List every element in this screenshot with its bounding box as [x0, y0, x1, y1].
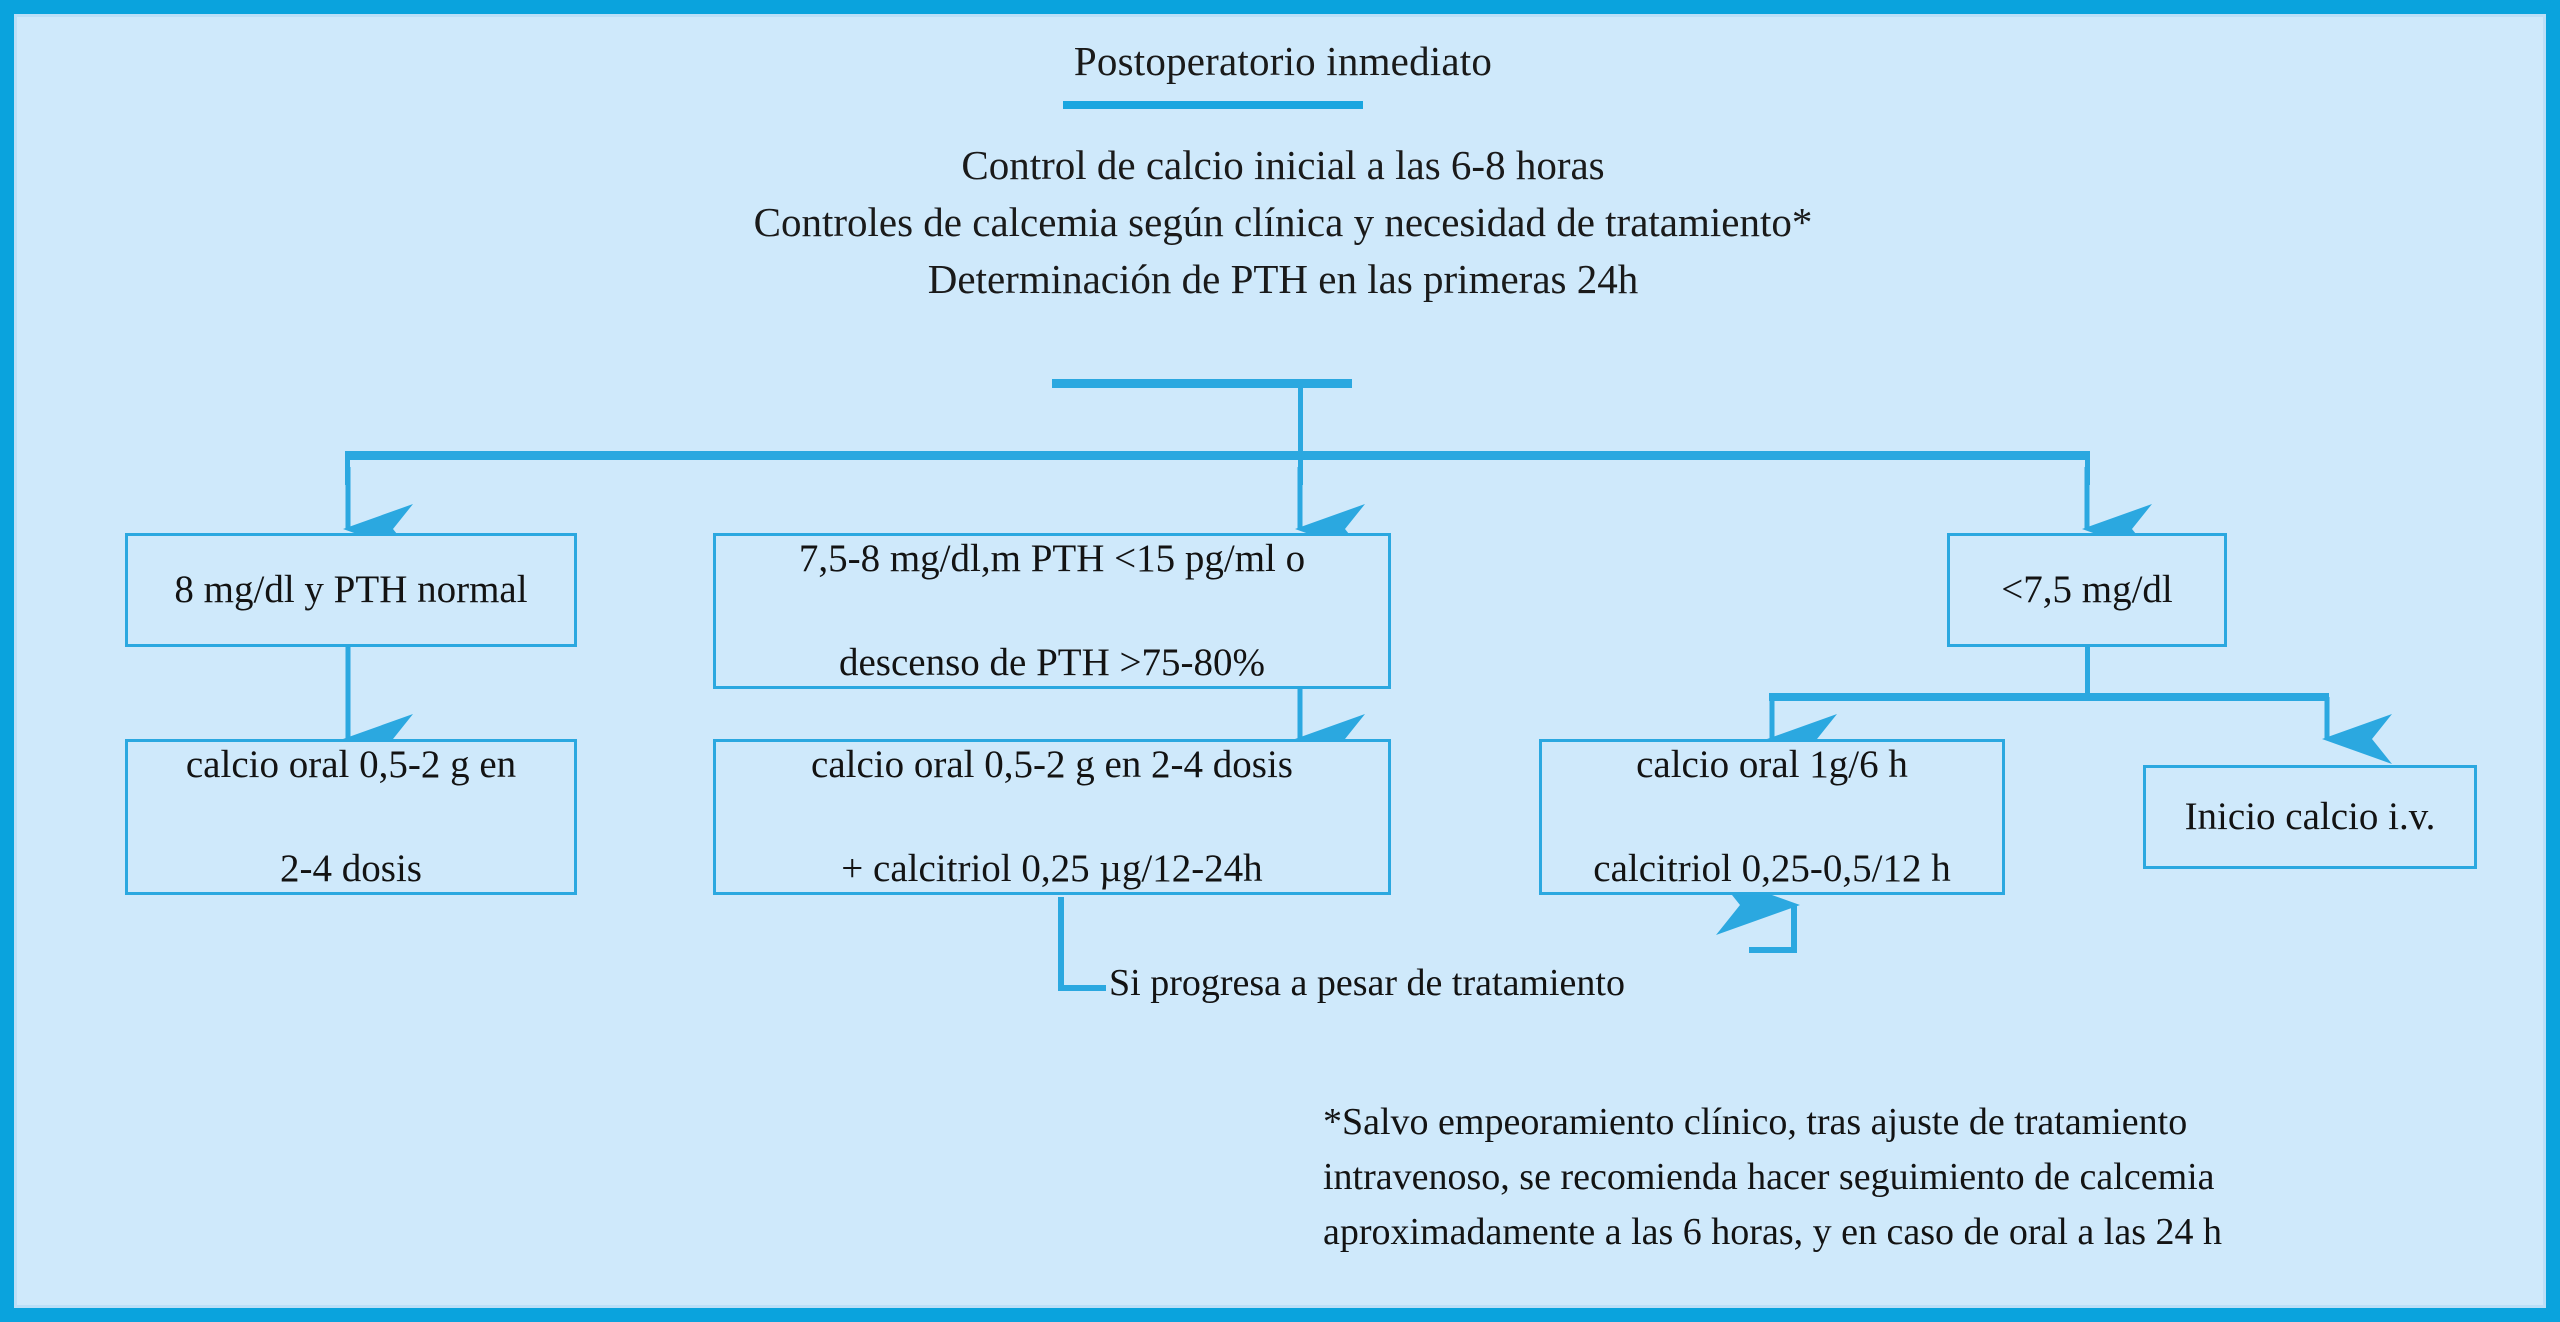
treatment-middle-line-2: + calcitriol 0,25 µg/12-24h	[841, 847, 1263, 890]
treatment-iv-oral-text: calcio oral 1g/6 h calcitriol 0,25-0,5/1…	[1552, 739, 1992, 895]
connector-layer	[343, 379, 2392, 991]
header-line-2: Controles de calcemia según clínica y ne…	[753, 199, 1813, 245]
right-subbranch-arrows	[1767, 697, 2392, 764]
criteria-box-middle[interactable]: 7,5-8 mg/dl,m PTH <15 pg/ml o descenso d…	[713, 533, 1391, 689]
title-underline	[1063, 101, 1363, 109]
footnote-line-1: *Salvo empeoramiento clínico, tras ajust…	[1323, 1101, 2188, 1143]
feedback-loop	[1058, 897, 1797, 991]
criteria-right-text: <7,5 mg/dl	[2001, 568, 2173, 611]
treatment-left-text: calcio oral 0,5-2 g en 2-4 dosis	[138, 739, 564, 895]
header-line-1: Control de calcio inicial a las 6-8 hora…	[961, 142, 1605, 188]
treatment-left-line-1: calcio oral 0,5-2 g en	[185, 743, 517, 786]
treatment-box-middle[interactable]: calcio oral 0,5-2 g en 2-4 dosis + calci…	[713, 739, 1391, 895]
criteria-middle-line-2: descenso de PTH >75-80%	[839, 641, 1265, 684]
criteria-left-text: 8 mg/dl y PTH normal	[174, 568, 528, 611]
treatment-box-left[interactable]: calcio oral 0,5-2 g en 2-4 dosis	[125, 739, 577, 895]
main-branch-bar	[345, 451, 2090, 485]
branch-arrows	[343, 467, 2152, 554]
feedback-loop-caption: Si progresa a pesar de tratamiento	[1109, 962, 1625, 1004]
header-line-3: Determinación de PTH en las primeras 24h	[927, 256, 1639, 302]
criteria-box-left[interactable]: 8 mg/dl y PTH normal	[125, 533, 577, 647]
treatment-iv-start-text: Inicio calcio i.v.	[2184, 795, 2436, 838]
treatment-iv-oral-line-2: calcitriol 0,25-0,5/12 h	[1593, 847, 1951, 890]
treatment-iv-oral-line-1: calcio oral 1g/6 h	[1636, 743, 1908, 786]
criteria-middle-line-1: 7,5-8 mg/dl,m PTH <15 pg/ml o	[798, 537, 1306, 580]
footnote-line-2: intravenoso, se recomienda hacer seguimi…	[1323, 1156, 2215, 1198]
header-stem	[1052, 379, 1352, 485]
diagram-canvas: Postoperatorio inmediato Control de calc…	[14, 14, 2546, 1308]
treatment-box-iv-start[interactable]: Inicio calcio i.v.	[2143, 765, 2477, 869]
treatment-middle-text: calcio oral 0,5-2 g en 2-4 dosis + calci…	[726, 739, 1378, 895]
criteria-middle-text: 7,5-8 mg/dl,m PTH <15 pg/ml o descenso d…	[726, 533, 1378, 689]
treatment-left-line-2: 2-4 dosis	[280, 847, 422, 890]
treatment-middle-line-1: calcio oral 0,5-2 g en 2-4 dosis	[811, 743, 1293, 786]
footnote-block: *Salvo empeoramiento clínico, tras ajust…	[1323, 1095, 2222, 1260]
criteria-box-right[interactable]: <7,5 mg/dl	[1947, 533, 2227, 647]
header-instructions: Control de calcio inicial a las 6-8 hora…	[17, 137, 2549, 308]
treatment-box-iv-oral[interactable]: calcio oral 1g/6 h calcitriol 0,25-0,5/1…	[1539, 739, 2005, 895]
right-subbranch	[1769, 647, 2329, 701]
footnote-line-3: aproximadamente a las 6 horas, y en caso…	[1323, 1211, 2223, 1253]
page-title: Postoperatorio inmediato	[1073, 38, 1493, 84]
